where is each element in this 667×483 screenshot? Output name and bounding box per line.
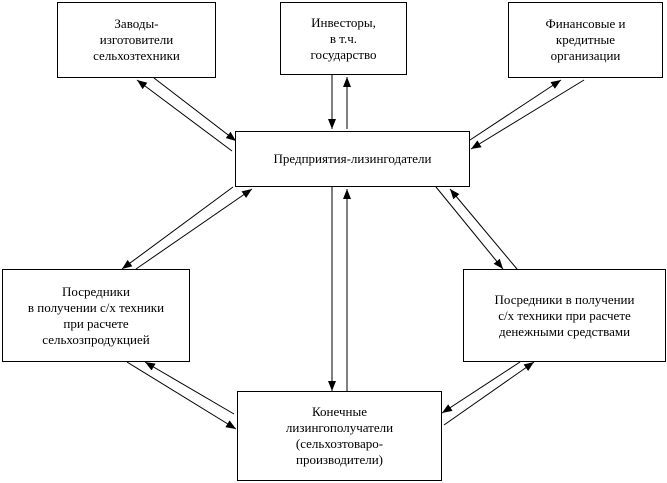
factories-line-1: Заводы- <box>114 16 159 31</box>
intermediary-cash-line-2: с/х техники при расчете <box>498 307 631 323</box>
arrow-lessor-to-finance <box>469 79 562 141</box>
intermediary-goods-line-1: Посредники <box>62 283 130 299</box>
lessee-node: Конечные лизингополучатели (сельхозтовар… <box>237 391 442 481</box>
finance-node: Финансовые и кредитные организации <box>508 2 663 78</box>
lessee-line-2: лизингополучатели <box>285 420 394 435</box>
lessee-line-4: производители) <box>295 452 384 467</box>
arrow-lessee-to-left <box>144 361 235 415</box>
factories-line-3: сельхозтехники <box>93 48 180 63</box>
lessee-line-3: (сельхозтоваро- <box>295 436 384 451</box>
arrow-left-to-lessee <box>126 361 237 430</box>
intermediary-goods-line-3: при расчете <box>63 315 129 331</box>
finance-line-1: Финансовые и <box>545 16 626 31</box>
finance-line-2: кредитные <box>555 32 616 47</box>
arrow-finance-to-lessor <box>470 79 585 150</box>
arrow-lessor-to-right <box>435 186 504 270</box>
arrow-left-to-lessor <box>135 188 253 270</box>
investors-line-2: в т.ч. <box>329 30 358 46</box>
finance-line-3: организации <box>550 48 621 63</box>
arrow-right-to-lessor <box>449 188 518 270</box>
arrow-lessor-to-factories <box>136 79 233 152</box>
factories-node: Заводы- изготовители сельхозтехники <box>57 2 216 78</box>
arrow-factories-to-lessor <box>153 77 237 142</box>
intermediary-cash-line-1: Посредники в получении <box>494 291 635 307</box>
intermediary-goods-line-4: сельхозпродукцией <box>42 331 150 347</box>
lessor-node: Предприятия-лизингодатели <box>235 131 470 187</box>
intermediary-cash-line-3: денежными средствами <box>498 323 631 339</box>
lessor-line-1: Предприятия-лизингодатели <box>273 151 432 166</box>
arrow-lessee-to-right <box>443 361 535 426</box>
intermediary-goods-line-2: в получении с/х техники <box>27 299 165 315</box>
intermediary-goods-node: Посредники в получении с/х техники при р… <box>2 269 190 362</box>
arrow-lessor-to-left <box>121 186 234 270</box>
lessee-line-1: Конечные <box>312 404 367 419</box>
arrow-right-to-lessee <box>441 361 521 414</box>
factories-line-2: изготовители <box>99 32 174 47</box>
investors-line-3: государство <box>310 46 377 62</box>
intermediary-cash-node: Посредники в получении с/х техники при р… <box>463 269 666 362</box>
investors-node: Инвесторы, в т.ч. государство <box>280 2 407 75</box>
investors-line-1: Инвесторы, <box>311 14 376 30</box>
